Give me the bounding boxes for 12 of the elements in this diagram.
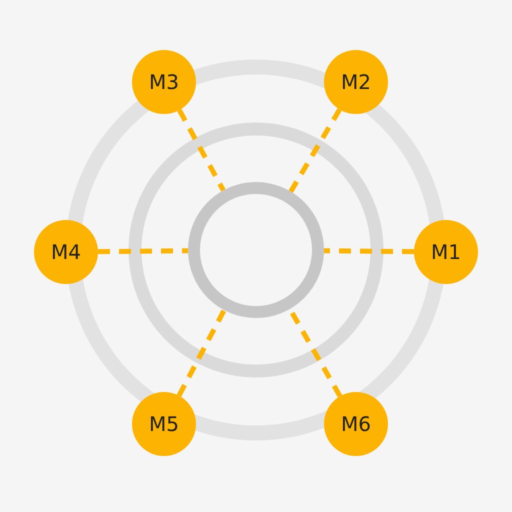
center-ring <box>188 182 324 318</box>
module-label: M4 <box>51 242 81 262</box>
dashed-connector <box>98 248 188 254</box>
dashed-connector <box>288 108 342 193</box>
module-label: M6 <box>341 414 371 434</box>
module-label: M2 <box>341 72 371 92</box>
dashed-connector <box>176 308 226 397</box>
dashed-connector <box>177 108 226 192</box>
module-label: M5 <box>149 414 179 434</box>
dashed-connector <box>324 248 414 254</box>
module-label: M1 <box>431 242 461 262</box>
module-label: M3 <box>149 72 179 92</box>
